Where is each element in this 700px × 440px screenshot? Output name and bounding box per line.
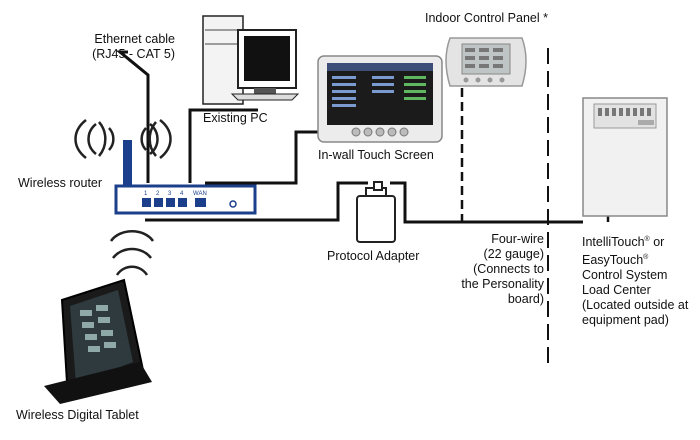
pc-tower [202,15,244,105]
router-port-3 [166,198,175,207]
existing-pc-label: Existing PC [203,111,268,125]
protocol-adapter [356,181,396,243]
wireless-router: 1 2 3 4 WAN [114,140,257,215]
wireless-digital-tablet [44,278,152,404]
cable-router-to-adapter [145,181,368,222]
load-center-line3: Control System [582,268,668,283]
router-port-4 [178,198,187,207]
or-text: or [649,235,665,250]
ethernet-label-line2: (RJ45 - CAT 5) [92,47,175,61]
port-label-1: 1 [144,191,148,197]
router-port-1 [142,198,151,207]
four-wire-label: Four-wire (22 gauge) (Connects to the Pe… [428,232,544,307]
tablet-signal-icon [109,230,155,276]
load-center [582,97,668,217]
four-wire-line4: the Personality [461,277,544,291]
port-label-wan: WAN [193,191,207,197]
easytouch-text: EasyTouch [582,253,644,268]
pc-keyboard [230,93,300,101]
four-wire-line3: (Connects to [473,262,544,276]
in-wall-touch-screen-label: In-wall Touch Screen [318,148,434,162]
indoor-control-panel-label: Indoor Control Panel * [425,11,548,25]
router-antenna [123,140,132,188]
four-wire-line1: Four-wire [491,232,544,246]
in-wall-touch-screen [317,55,443,143]
existing-pc [202,15,300,105]
router-port-2 [154,198,163,207]
load-center-line4: Load Center [582,283,651,298]
wireless-router-label: Wireless router [18,176,103,190]
four-wire-line2: (22 gauge) [483,247,544,261]
cable-adapter-to-loadcenter [390,181,583,224]
router-signal-icon-outer [74,119,172,159]
protocol-adapter-label: Protocol Adapter [327,249,420,263]
port-label-3: 3 [168,191,172,197]
pc-screen [244,36,290,81]
load-center-label: IntelliTouch® or EasyTouch® Control Syst… [582,232,688,328]
registered-mark-1: ® [644,236,650,243]
port-label-2: 2 [156,191,160,197]
ethernet-label-line1: Ethernet cable [94,32,175,46]
indoor-control-panel [445,37,527,87]
cables [115,50,583,224]
router-port-wan [195,198,206,207]
load-center-line5: (Located outside at [582,298,689,313]
router-led [229,200,237,208]
load-center-line1: IntelliTouch® or [582,232,688,250]
router-signal-icon [98,121,157,157]
ethernet-cable-label: Ethernet cable (RJ45 - CAT 5) [60,32,175,62]
cable-router-to-pc [188,108,258,183]
registered-mark-2: ® [643,254,649,262]
load-center-line2: EasyTouch® [582,250,688,268]
wireless-digital-tablet-label: Wireless Digital Tablet [16,408,139,422]
cable-router-to-touchscreen [205,130,322,185]
four-wire-line5: board) [507,292,544,306]
ethernet-cable-to-pc [115,50,150,183]
load-center-line6: equipment pad) [582,313,669,328]
pc-stand [254,88,276,94]
port-label-4: 4 [180,191,184,197]
intellitouch-text: IntelliTouch [582,235,645,250]
